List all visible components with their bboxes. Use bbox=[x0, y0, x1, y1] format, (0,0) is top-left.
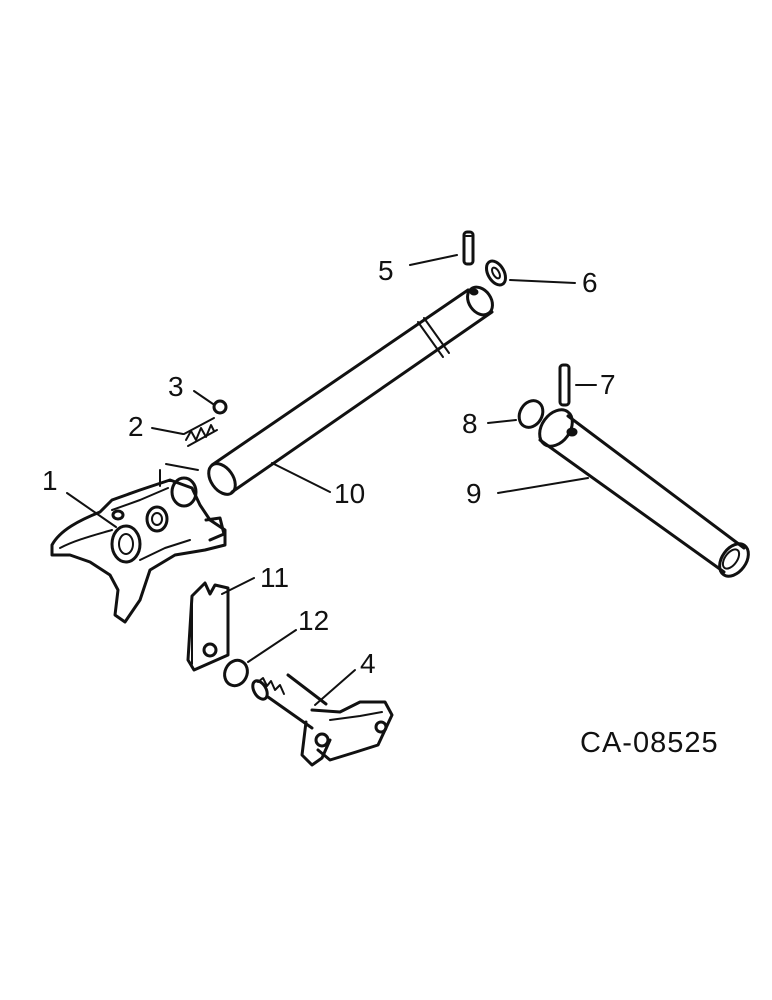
callout-5: 5 bbox=[378, 255, 394, 286]
part-3-ball bbox=[212, 399, 228, 415]
part-12-o-ring bbox=[223, 658, 249, 688]
callouts: 1 2 3 4 5 6 7 8 9 10 11 12 bbox=[42, 255, 616, 679]
part-1-shift-fork bbox=[50, 463, 227, 624]
callout-1: 1 bbox=[42, 465, 58, 496]
drawing-code: CA-08525 bbox=[580, 727, 719, 759]
part-6-ring bbox=[485, 259, 507, 287]
callout-8: 8 bbox=[462, 408, 478, 439]
part-10-shift-rod bbox=[207, 285, 494, 496]
callout-10: 10 bbox=[334, 478, 365, 509]
part-2-spring bbox=[183, 417, 218, 447]
callout-9: 9 bbox=[466, 478, 482, 509]
callout-3: 3 bbox=[168, 371, 184, 402]
part-7-pin bbox=[558, 363, 571, 407]
part-9-shaft bbox=[538, 408, 750, 578]
callout-12: 12 bbox=[298, 605, 329, 636]
callout-7: 7 bbox=[600, 369, 616, 400]
callout-4: 4 bbox=[360, 648, 376, 679]
callout-11: 11 bbox=[260, 562, 289, 593]
part-4-lever-shaft bbox=[251, 673, 394, 767]
part-5-pin bbox=[462, 230, 475, 266]
part-11-plate bbox=[186, 581, 230, 672]
callout-6: 6 bbox=[582, 267, 598, 298]
part-8-o-ring bbox=[517, 399, 545, 429]
callout-2: 2 bbox=[128, 411, 144, 442]
leader-lines bbox=[66, 254, 597, 706]
